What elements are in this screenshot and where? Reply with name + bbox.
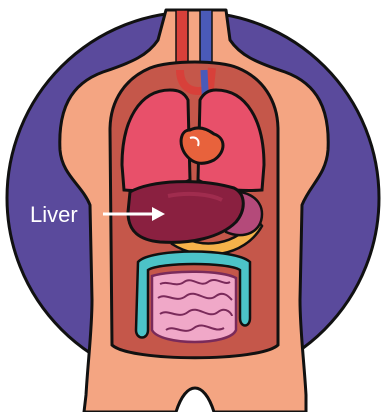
liver-label: Liver [30, 202, 78, 227]
